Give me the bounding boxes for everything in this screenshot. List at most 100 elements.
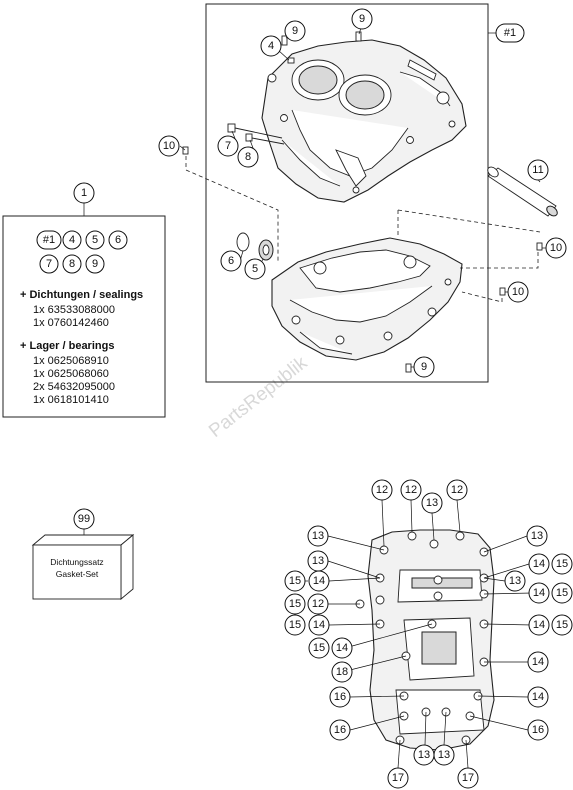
svg-text:6: 6 <box>228 255 234 267</box>
callout-1[interactable]: 1 <box>73 182 95 204</box>
callout-14[interactable]: 14 <box>308 570 330 592</box>
svg-text:13: 13 <box>312 530 324 542</box>
callout-12[interactable]: 12 <box>446 479 468 501</box>
watermark: PartsRepublik <box>205 352 312 442</box>
svg-text:13: 13 <box>509 575 521 587</box>
callout-10-right[interactable]: 10 <box>545 237 567 259</box>
kit-callout-8[interactable]: 8 <box>62 254 82 274</box>
svg-text:13: 13 <box>312 555 324 567</box>
svg-text:15: 15 <box>289 598 301 610</box>
dowel-pin-10a <box>182 146 189 155</box>
callout-16[interactable]: 16 <box>329 686 351 708</box>
svg-text:8: 8 <box>69 258 75 270</box>
callout-13[interactable]: 13 <box>307 525 329 547</box>
upper-crankcase-half <box>261 39 467 203</box>
callout-17[interactable]: 17 <box>457 767 479 789</box>
callout-13[interactable]: 13 <box>421 492 443 514</box>
callout-18[interactable]: 18 <box>331 661 353 683</box>
svg-text:13: 13 <box>418 749 430 761</box>
callout-9-top-left[interactable]: 9 <box>284 20 306 42</box>
kit-callout-9[interactable]: 9 <box>85 254 105 274</box>
callout-5[interactable]: 5 <box>244 258 266 280</box>
svg-text:15: 15 <box>556 587 568 599</box>
callout-14[interactable]: 14 <box>527 686 549 708</box>
callout-9-top-right[interactable]: 9 <box>351 8 373 30</box>
callout-14[interactable]: 14 <box>308 614 330 636</box>
callout-8[interactable]: 8 <box>237 146 259 168</box>
callout-9-bottom[interactable]: 9 <box>413 356 435 378</box>
lower-crankcase-half <box>271 237 463 361</box>
callout-15[interactable]: 15 <box>284 614 306 636</box>
callout-99[interactable]: 99 <box>73 508 95 530</box>
callout-14[interactable]: 14 <box>528 582 550 604</box>
sealings-heading: + Dichtungen / sealings <box>20 289 143 301</box>
callout-13[interactable]: 13 <box>307 550 329 572</box>
svg-text:18: 18 <box>336 666 348 678</box>
svg-text:14: 14 <box>313 575 325 587</box>
kit-callout-7[interactable]: 7 <box>39 254 59 274</box>
kit-callout-4[interactable]: 4 <box>62 230 82 250</box>
o-ring-6 <box>236 232 250 252</box>
gasket-set-label-de: Dichtungssatz <box>50 557 103 567</box>
svg-text:16: 16 <box>334 691 346 703</box>
callout-14[interactable]: 14 <box>528 614 550 636</box>
bearing-item: 1x 0625068910 <box>33 355 109 367</box>
svg-text:17: 17 <box>462 772 474 784</box>
svg-text:9: 9 <box>421 361 427 373</box>
svg-text:7: 7 <box>46 258 52 270</box>
bearing-item: 1x 0618101410 <box>33 394 109 406</box>
svg-text:12: 12 <box>312 598 324 610</box>
callout-17[interactable]: 17 <box>387 767 409 789</box>
svg-text:16: 16 <box>532 724 544 736</box>
screw-9a <box>281 35 288 46</box>
callout-13[interactable]: 13 <box>433 744 455 766</box>
svg-text:12: 12 <box>405 484 417 496</box>
svg-text:14: 14 <box>532 656 544 668</box>
callout-12[interactable]: 12 <box>400 479 422 501</box>
svg-text:99: 99 <box>78 513 90 525</box>
bearing-item: 1x 0625068060 <box>33 368 109 380</box>
svg-text:15: 15 <box>556 619 568 631</box>
screw-9c <box>405 363 412 373</box>
svg-text:9: 9 <box>92 258 98 270</box>
callout-13[interactable]: 13 <box>526 525 548 547</box>
callout-16[interactable]: 16 <box>527 719 549 741</box>
callout-14[interactable]: 14 <box>528 553 550 575</box>
svg-text:14: 14 <box>313 619 325 631</box>
callout-14[interactable]: 14 <box>331 637 353 659</box>
svg-text:5: 5 <box>252 263 258 275</box>
dowel-pin-10b <box>536 242 543 251</box>
callout-10-left[interactable]: 10 <box>158 135 180 157</box>
svg-text:15: 15 <box>289 575 301 587</box>
callout-12[interactable]: 12 <box>307 593 329 615</box>
callout-group-1[interactable]: #1 <box>495 23 525 43</box>
svg-text:10: 10 <box>163 140 175 152</box>
dowel-pin-10c <box>499 287 506 296</box>
callout-15[interactable]: 15 <box>284 570 306 592</box>
svg-text:15: 15 <box>556 558 568 570</box>
callout-13[interactable]: 13 <box>504 570 526 592</box>
tube-11 <box>487 166 558 217</box>
callout-10-lower[interactable]: 10 <box>507 281 529 303</box>
gasket-set-box <box>31 534 135 600</box>
kit-callout-5[interactable]: 5 <box>85 230 105 250</box>
kit-callout-group-1[interactable]: #1 <box>36 230 62 250</box>
callout-11[interactable]: 11 <box>527 159 549 181</box>
callout-16[interactable]: 16 <box>329 719 351 741</box>
callout-15[interactable]: 15 <box>551 553 573 575</box>
callout-15[interactable]: 15 <box>284 593 306 615</box>
sealing-item: 1x 0760142460 <box>33 317 109 329</box>
callout-13[interactable]: 13 <box>413 744 435 766</box>
callout-4[interactable]: 4 <box>260 35 282 57</box>
callout-12[interactable]: 12 <box>371 479 393 501</box>
svg-text:9: 9 <box>292 25 298 37</box>
callout-15[interactable]: 15 <box>551 582 573 604</box>
svg-text:17: 17 <box>392 772 404 784</box>
bottom-leaders <box>305 499 533 769</box>
callout-6[interactable]: 6 <box>220 250 242 272</box>
callout-14[interactable]: 14 <box>527 651 549 673</box>
callout-15[interactable]: 15 <box>551 614 573 636</box>
callout-15[interactable]: 15 <box>308 637 330 659</box>
callout-7[interactable]: 7 <box>217 135 239 157</box>
kit-callout-6[interactable]: 6 <box>108 230 128 250</box>
